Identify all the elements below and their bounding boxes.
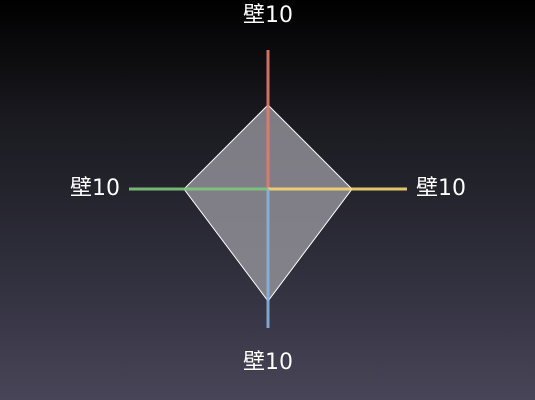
axis-label-right: 壁10 — [416, 176, 466, 201]
axis-label-bottom: 壁10 — [243, 350, 293, 375]
axis-label-left: 壁10 — [70, 176, 120, 201]
axis-label-top: 壁10 — [243, 3, 293, 28]
